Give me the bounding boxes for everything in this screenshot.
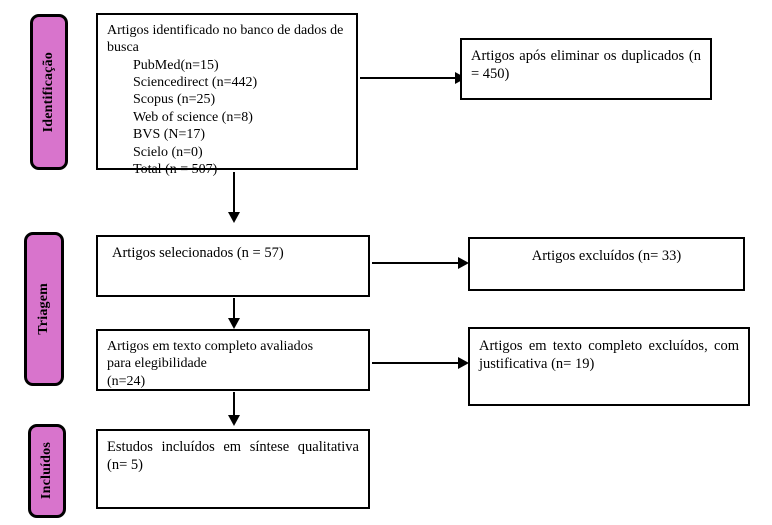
source-bvs: BVS (N=17): [133, 127, 206, 143]
source-scopus: Scopus (n=25): [133, 92, 216, 108]
box-fulltext-assessed-line3: (n=24): [107, 373, 146, 389]
box-records-excluded-text: Artigos excluídos (n= 33): [531, 248, 682, 264]
box-records-identified-heading: Artigos identificado no banco de dados d…: [107, 23, 347, 56]
box-studies-included-text: Estudos incluídos em síntese qualitativa…: [107, 439, 363, 473]
stage-label-triagem-text: Triagem: [36, 283, 51, 335]
arrow-fulltext-to-excluded-line: [372, 362, 464, 364]
source-web-of-science: Web of science (n=8): [133, 109, 253, 125]
source-scielo: Scielo (n=0): [133, 144, 203, 160]
stage-label-identificacao-text: Identificação: [41, 51, 56, 133]
box-after-duplicates: Artigos após eliminar os duplicados (n =…: [460, 38, 712, 100]
arrow-screened-to-fulltext-line: [233, 298, 235, 321]
source-pubmed: PubMed(n=15): [133, 57, 219, 73]
box-records-screened: Artigos selecionados (n = 57): [96, 235, 370, 297]
arrow-identified-to-duplicates-line: [360, 77, 460, 79]
stage-label-triagem: Triagem: [24, 232, 64, 386]
box-studies-included: Estudos incluídos em síntese qualitativa…: [96, 429, 370, 509]
arrow-screened-to-excluded-head: [458, 257, 469, 269]
box-records-screened-text: Artigos selecionados (n = 57): [112, 245, 284, 261]
box-fulltext-assessed-line2: para elegibilidade: [107, 356, 207, 372]
box-records-identified: Artigos identificado no banco de dados d…: [96, 13, 358, 177]
source-total: Total (n = 507): [133, 161, 218, 177]
arrow-identified-to-screened-line: [233, 172, 235, 216]
box-fulltext-excluded: Artigos em texto completo excluídos, com…: [468, 327, 750, 406]
box-fulltext-excluded-text: Artigos em texto completo excluídos, com…: [479, 338, 743, 372]
stage-label-incluidos-text: Incluídos: [39, 442, 54, 500]
arrow-fulltext-to-excluded-head: [458, 357, 469, 369]
box-after-duplicates-text: Artigos após eliminar os duplicados (n =…: [471, 48, 705, 82]
arrow-screened-to-excluded-line: [372, 262, 464, 264]
arrow-fulltext-to-included-head: [228, 415, 240, 426]
stage-label-incluidos: Incluídos: [28, 424, 66, 518]
stage-label-identificacao: Identificação: [30, 14, 68, 170]
box-fulltext-assessed-line1: Artigos em texto completo avaliados: [107, 339, 314, 354]
arrow-screened-to-fulltext-head: [228, 318, 240, 329]
arrow-fulltext-to-included-line: [233, 392, 235, 418]
box-fulltext-assessed: Artigos em texto completo avaliados para…: [96, 329, 370, 391]
source-sciencedirect: Sciencedirect (n=442): [133, 75, 258, 91]
arrow-identified-to-screened-head: [228, 212, 240, 223]
box-records-excluded: Artigos excluídos (n= 33): [468, 237, 745, 291]
